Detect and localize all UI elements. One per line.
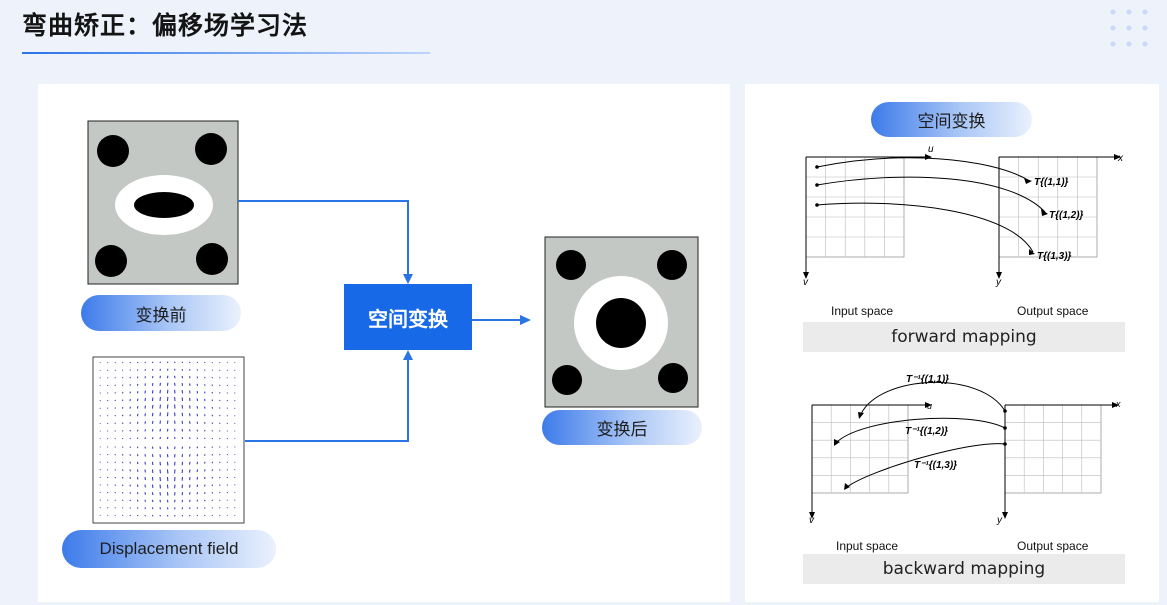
bwd-axis-x: x bbox=[1115, 399, 1121, 409]
fwd-input-caption: Input space bbox=[831, 304, 894, 318]
bwd-label-3: T⁻¹{(1,3)} bbox=[914, 460, 957, 471]
fwd-label-2: T{(1,2)} bbox=[1049, 210, 1084, 221]
displacement-field-label: Displacement field bbox=[62, 530, 276, 568]
bwd-axis-y: y bbox=[996, 515, 1003, 526]
fwd-axis-x: x bbox=[1117, 153, 1124, 164]
bwd-axis-u: u bbox=[927, 401, 932, 411]
fwd-output-caption: Output space bbox=[1017, 304, 1089, 318]
backward-mapping-bar: backward mapping bbox=[803, 554, 1125, 584]
after-label: 变换后 bbox=[542, 410, 702, 445]
bwd-axis-v: v bbox=[809, 515, 815, 526]
spatial-transform-box: 空间变换 bbox=[344, 284, 472, 350]
title-underline bbox=[22, 52, 430, 54]
displacement-field-image bbox=[92, 356, 245, 524]
fwd-axis-v: v bbox=[803, 277, 809, 288]
after-image bbox=[544, 236, 699, 408]
bwd-label-1: T⁻¹{(1,1)} bbox=[906, 374, 949, 385]
forward-mapping-bar: forward mapping bbox=[803, 322, 1125, 352]
fwd-axis-u: u bbox=[928, 144, 934, 155]
decorative-dots-icon bbox=[1110, 9, 1148, 47]
fwd-label-1: T{(1,1)} bbox=[1034, 177, 1069, 188]
right-header-label: 空间变换 bbox=[871, 102, 1032, 137]
page-title: 弯曲矫正：偏移场学习法 bbox=[22, 11, 309, 40]
before-image bbox=[87, 120, 239, 285]
before-label: 变换前 bbox=[81, 295, 241, 331]
fwd-label-3: T{(1,3)} bbox=[1037, 251, 1072, 262]
bwd-output-caption: Output space bbox=[1017, 539, 1089, 553]
fwd-axis-y: y bbox=[995, 277, 1002, 288]
bwd-label-2: T⁻¹{(1,2)} bbox=[905, 426, 948, 437]
bwd-input-caption: Input space bbox=[836, 539, 899, 553]
